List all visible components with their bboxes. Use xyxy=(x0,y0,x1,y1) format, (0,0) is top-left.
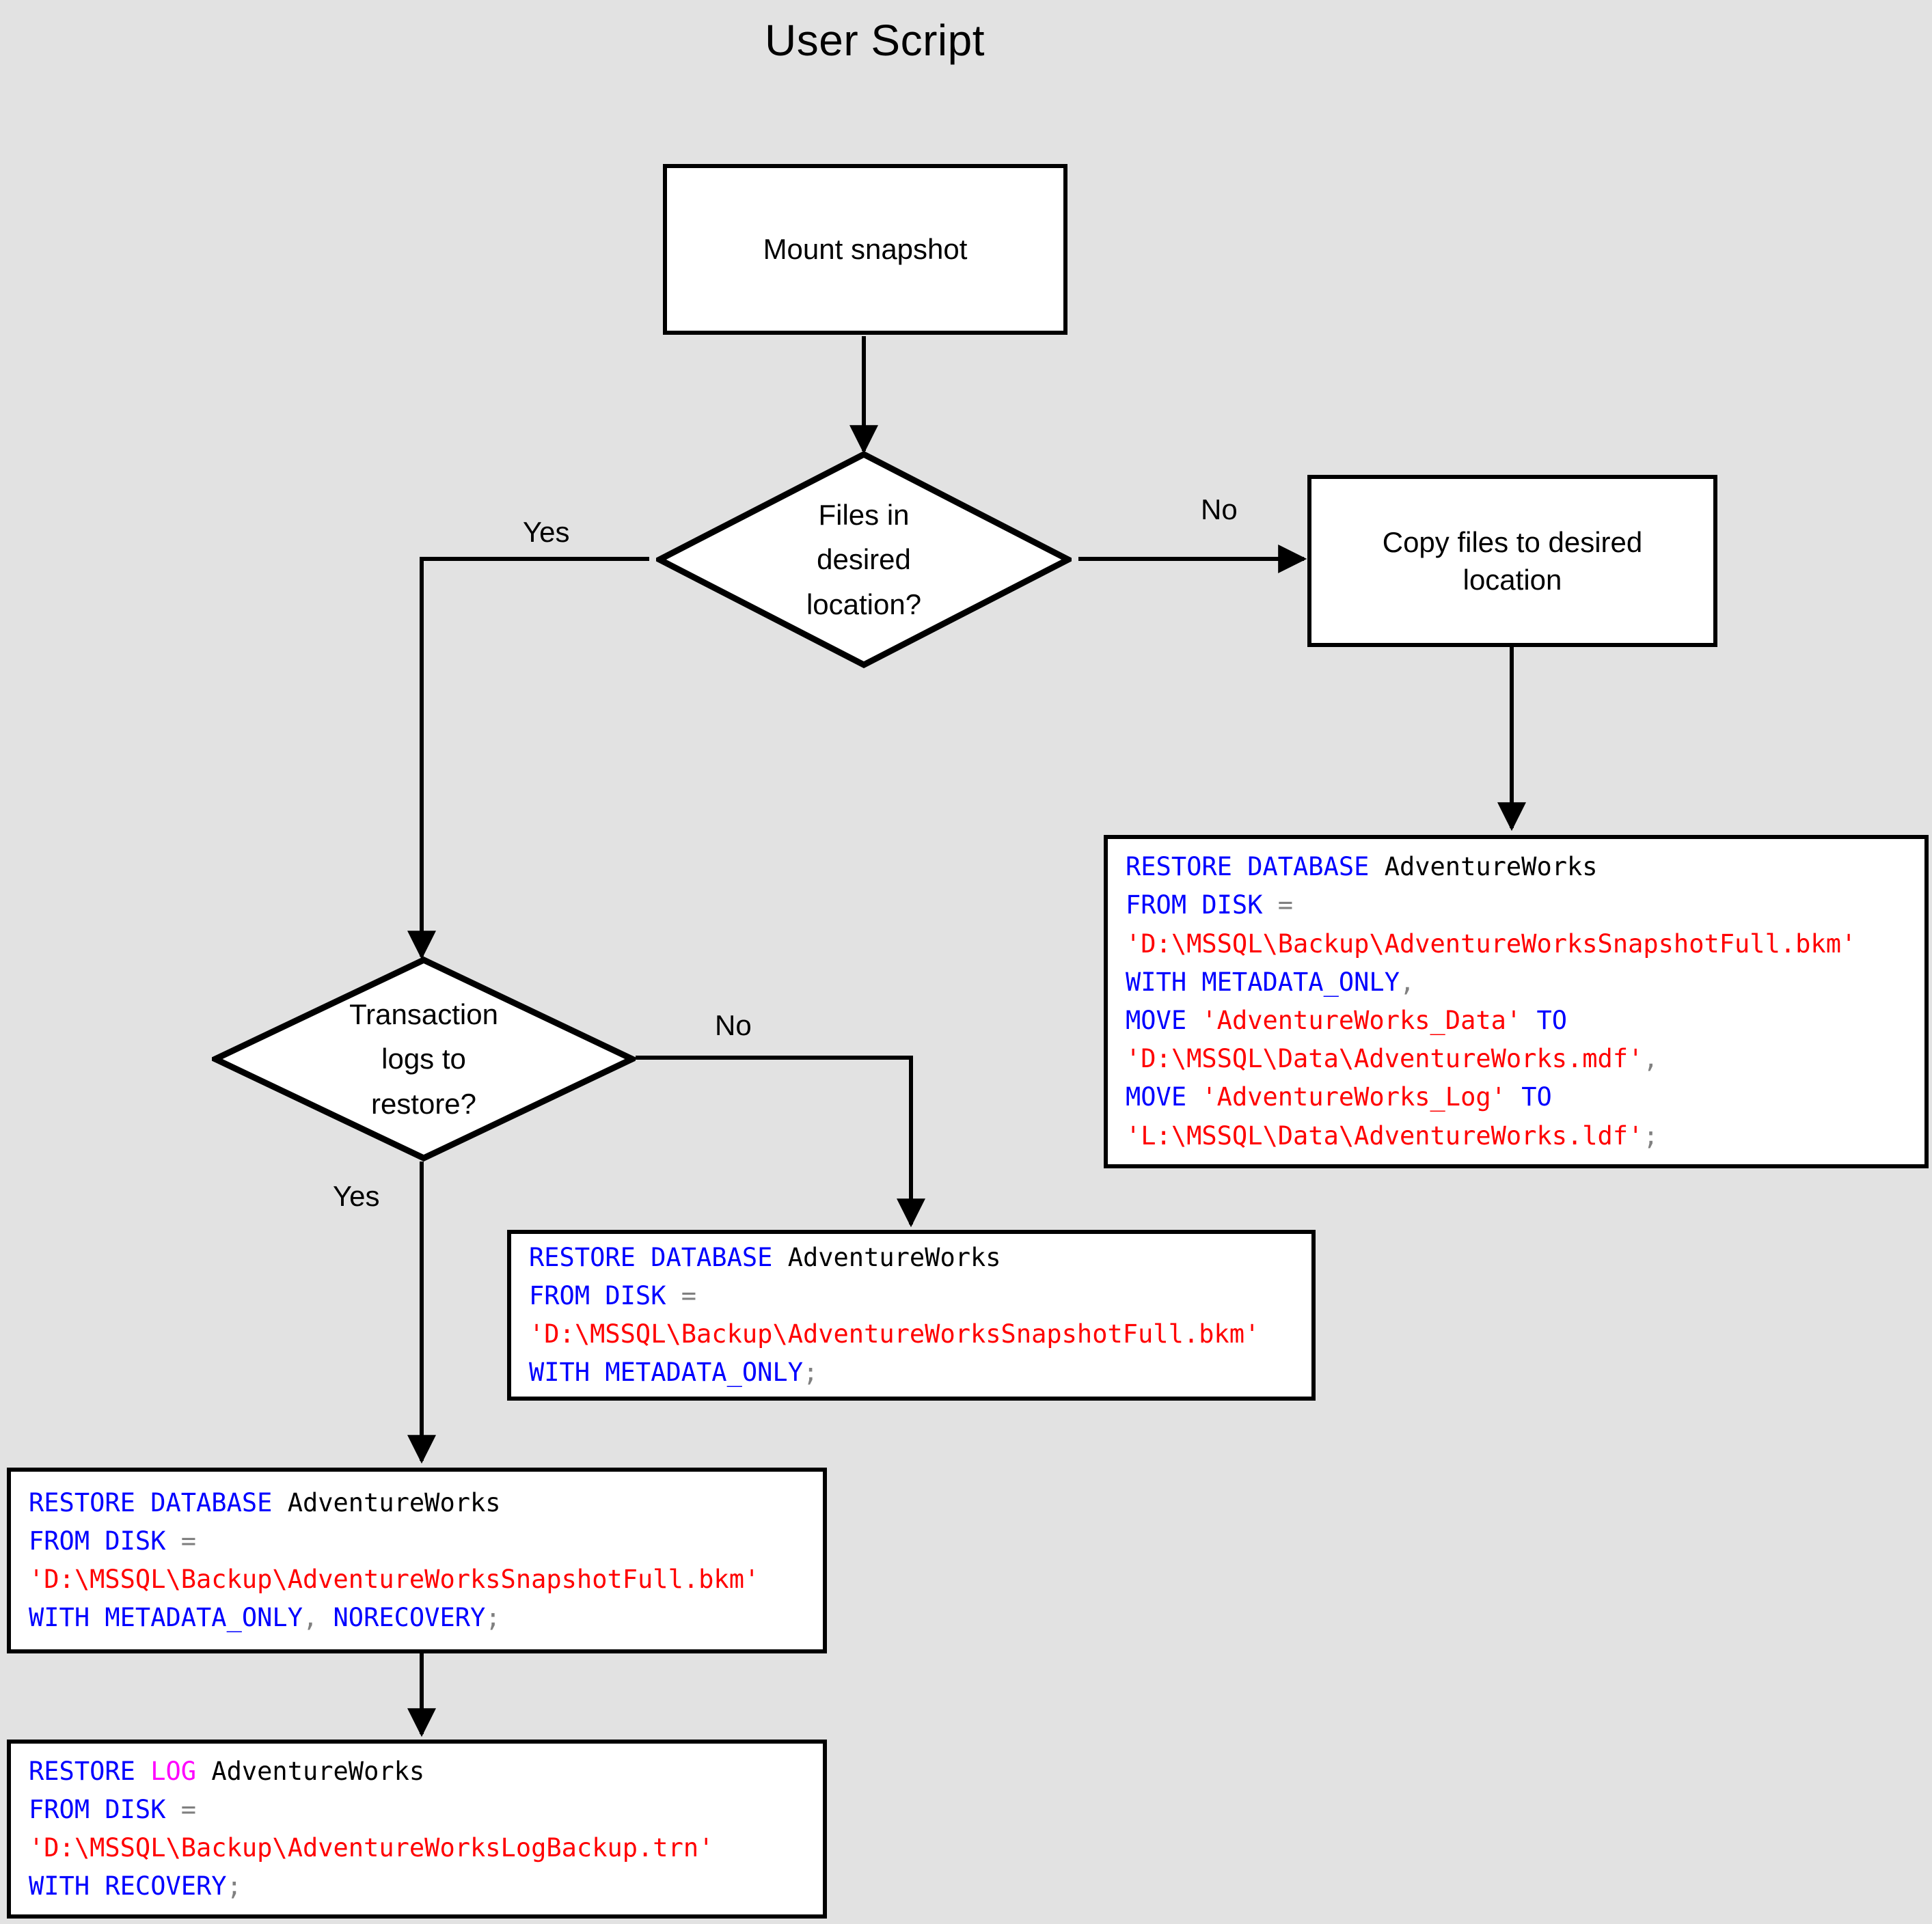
page-title: User Script xyxy=(765,16,985,65)
node-mount-snapshot[interactable]: Mount snapshot xyxy=(663,164,1067,335)
edge-files-yes-to-logs xyxy=(407,557,649,960)
code-block-restore-norecovery[interactable]: RESTORE DATABASE AdventureWorks FROM DIS… xyxy=(7,1468,827,1653)
diamond-shape xyxy=(212,957,636,1162)
edge-logs-no-to-restore-metadata xyxy=(636,1056,925,1228)
node-copy-files[interactable]: Copy files to desired location xyxy=(1307,475,1717,647)
node-files-in-desired-location[interactable]: Files in desired location? xyxy=(656,451,1072,668)
code-block-restore-with-move[interactable]: RESTORE DATABASE AdventureWorks FROM DIS… xyxy=(1104,835,1929,1168)
code-lines: RESTORE LOG AdventureWorks FROM DISK = '… xyxy=(29,1756,714,1901)
code-block-restore-metadata-only[interactable]: RESTORE DATABASE AdventureWorks FROM DIS… xyxy=(507,1230,1316,1401)
node-transaction-logs-label: Transaction logs to restore? xyxy=(349,998,498,1120)
edge-label-files-no: No xyxy=(1201,493,1238,525)
node-mount-snapshot-label: Mount snapshot xyxy=(763,233,968,266)
edge-label-files-yes: Yes xyxy=(523,516,570,548)
code-lines: RESTORE DATABASE AdventureWorks FROM DIS… xyxy=(1126,852,1857,1151)
edge-label-logs-yes: Yes xyxy=(333,1180,380,1212)
code-block-restore-log[interactable]: RESTORE LOG AdventureWorks FROM DISK = '… xyxy=(7,1740,827,1919)
code-lines: RESTORE DATABASE AdventureWorks FROM DIS… xyxy=(529,1242,1260,1388)
node-files-in-desired-location-label: Files in desired location? xyxy=(806,499,922,620)
node-transaction-logs[interactable]: Transaction logs to restore? xyxy=(212,957,636,1162)
diamond-shape xyxy=(656,451,1072,668)
node-copy-files-label: Copy files to desired location xyxy=(1382,525,1643,596)
code-lines: RESTORE DATABASE AdventureWorks FROM DIS… xyxy=(29,1487,760,1633)
edge-label-logs-no: No xyxy=(715,1009,752,1041)
